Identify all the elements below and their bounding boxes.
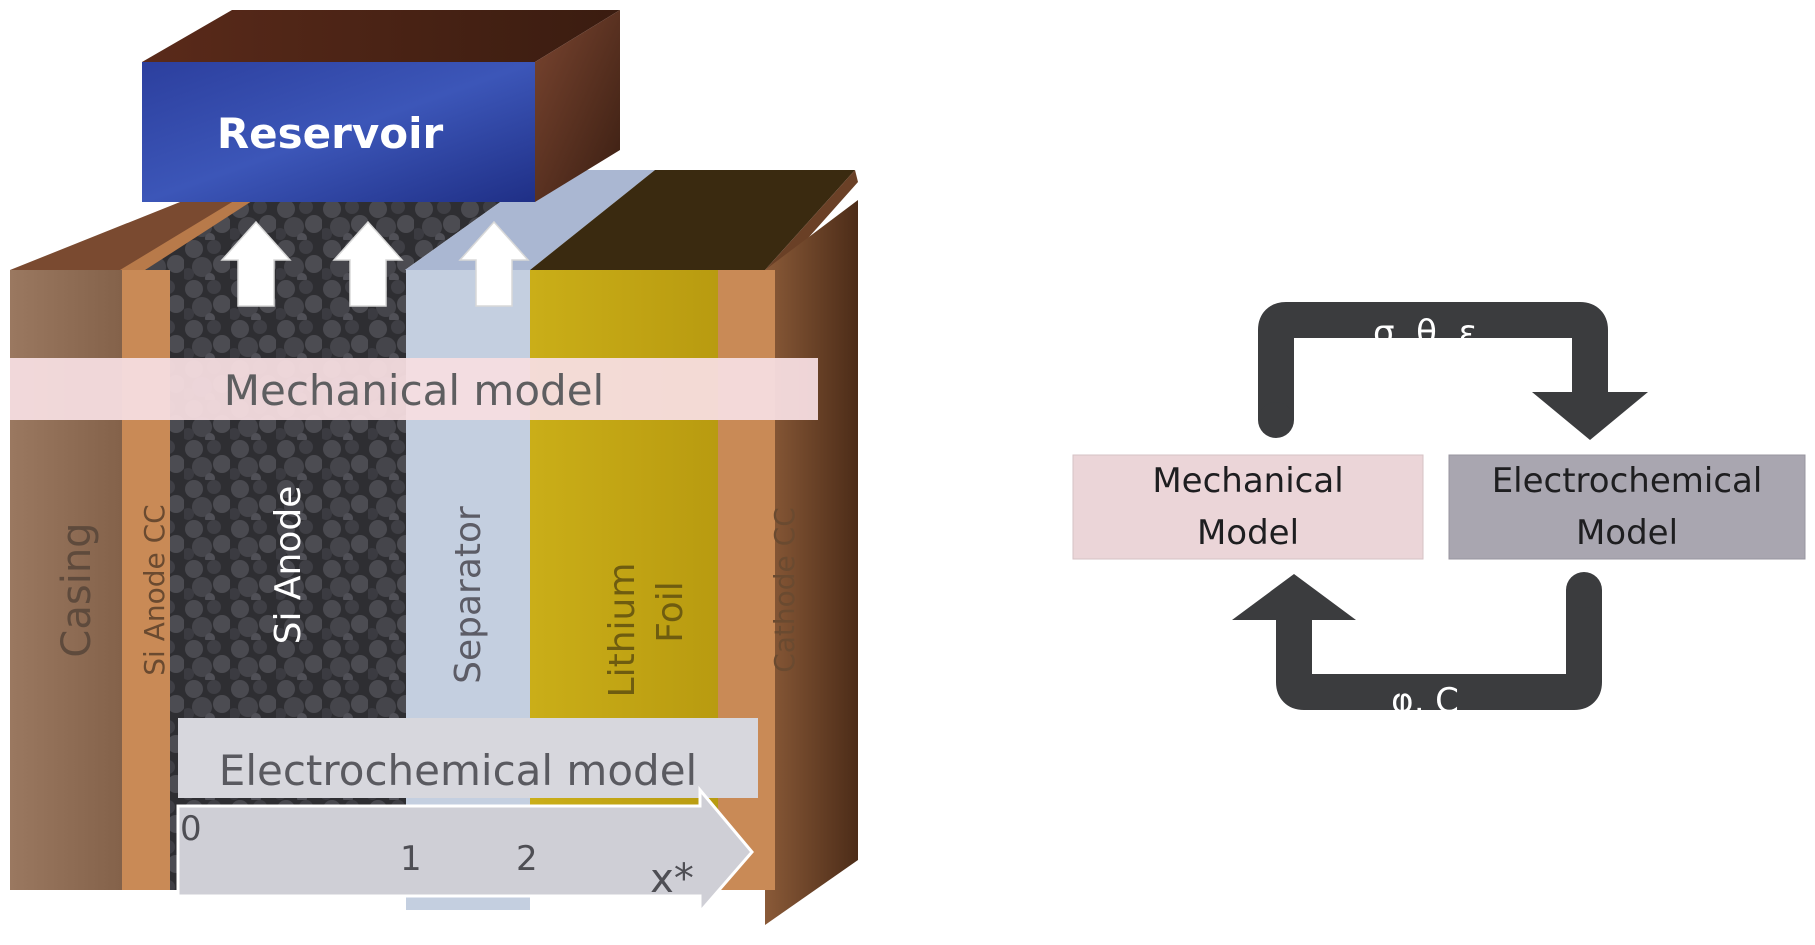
up-arrow-icon <box>458 220 530 307</box>
x-axis-tick-0: 0 <box>180 809 202 849</box>
bottom-variables-label: φ, C <box>1391 681 1459 721</box>
x-axis-label: x* <box>650 856 694 902</box>
electrochemical-model-band <box>178 718 758 798</box>
cathode-cc-layer <box>765 270 775 890</box>
electrochemical-model-line2: Model <box>1576 513 1678 553</box>
anode-cc-label: Si Anode CC <box>138 504 171 676</box>
mechanical-model-line2: Model <box>1197 513 1299 553</box>
x-axis-tick-1: 1 <box>400 839 422 879</box>
battery-cell-illustration: Mechanical model Casing Si Anode CC Si A… <box>10 10 858 925</box>
separator-label: Separator <box>448 506 489 684</box>
cathode-cc-label: Cathode CC <box>768 507 801 673</box>
electrochemical-model-line1: Electrochemical <box>1492 461 1763 501</box>
x-axis-arrow: 0 1 2 x* <box>176 785 754 917</box>
lithium-foil-label-line2: Foil <box>650 581 691 642</box>
arrow-head-down-icon <box>1532 392 1648 440</box>
reservoir-label: Reservoir <box>217 109 444 158</box>
electrochemical-model-band-label: Electrochemical model <box>219 746 697 795</box>
mechanical-model-band-label: Mechanical model <box>224 366 604 415</box>
mechanical-model-line1: Mechanical <box>1152 461 1343 501</box>
reservoir-box: Reservoir <box>142 10 620 202</box>
top-variables-label: σ, θ, ε <box>1373 313 1477 353</box>
electrochemical-model-box: Electrochemical Model <box>1448 454 1806 560</box>
si-anode-label: Si Anode <box>268 486 309 645</box>
model-coupling-diagram: σ, θ, ε φ, C Mechanical Model Electroche… <box>1072 302 1806 721</box>
up-arrow-icon <box>220 220 292 307</box>
top-loop-arrow <box>1258 302 1608 420</box>
lithium-foil-label-line1: Lithium <box>602 563 643 698</box>
mechanical-model-box: Mechanical Model <box>1072 454 1424 560</box>
mechanical-model-band <box>10 358 818 420</box>
arrow-head-up-icon <box>1232 574 1356 620</box>
x-axis-tick-2: 2 <box>516 839 538 879</box>
flow-arrows <box>220 220 530 307</box>
up-arrow-icon <box>332 220 404 307</box>
casing-label: Casing <box>54 522 100 657</box>
bottom-loop-arrow <box>1276 590 1602 710</box>
